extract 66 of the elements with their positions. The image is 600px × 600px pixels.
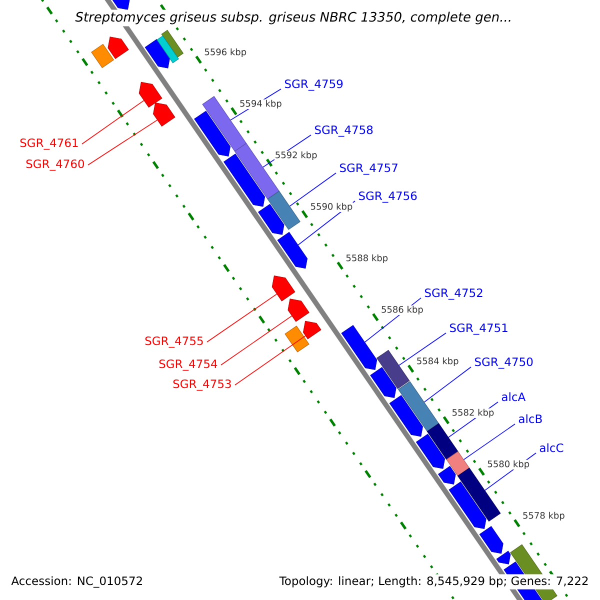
gene-block <box>303 320 322 340</box>
gene-bar <box>156 36 179 64</box>
gene-label: SGR_4758 <box>314 125 373 137</box>
gene-block <box>277 232 308 269</box>
leader-line <box>234 335 306 386</box>
gene-block <box>479 526 504 554</box>
leader-line <box>398 332 446 366</box>
gene-label: alcB <box>518 414 542 424</box>
gene-block <box>370 367 396 398</box>
gene-bar <box>284 326 310 352</box>
title: Streptomyces griseus subsp. griseus NBRC 13350, complete gen... <box>73 10 514 26</box>
gene-block <box>448 482 486 529</box>
gene-bar <box>426 423 458 460</box>
leader-line <box>289 172 336 207</box>
footer-text: Topology: linear; Length: 8,545,929 bp; Genes: 7,222 <box>277 574 591 590</box>
gene-label: SGR_4751 <box>450 323 508 335</box>
scale-label: 5594 kbp <box>239 99 282 110</box>
leader-line <box>206 294 278 342</box>
gene-bar <box>91 44 114 68</box>
leader-line <box>88 120 158 166</box>
gene-label: SGR_4756 <box>358 191 417 203</box>
gene-label: SGR_4755 <box>145 336 203 348</box>
gene-bar <box>458 468 501 522</box>
gene-bar <box>376 350 410 389</box>
leader-line <box>463 424 516 460</box>
gene-block <box>438 466 456 484</box>
leader-line <box>220 316 292 366</box>
scale-label: 5580 kbp <box>486 460 530 470</box>
gene-block <box>153 102 176 127</box>
gene-block <box>194 110 231 156</box>
gene-label: SGR_4760 <box>26 159 84 171</box>
leader-line <box>82 100 144 144</box>
gene-block <box>496 550 511 564</box>
gene-label: SGR_4759 <box>284 79 343 91</box>
gene-label: SGR_4761 <box>20 138 78 150</box>
scale-label: 5584 kbp <box>416 356 460 367</box>
gene-bar <box>446 451 470 476</box>
gene-bar <box>267 190 300 230</box>
gene-bar <box>398 381 439 432</box>
scale-label: 5578 kbp <box>522 511 566 522</box>
gene-label: SGR_4757 <box>340 163 398 175</box>
gene-block <box>138 82 162 108</box>
scale-label: 5582 kbp <box>451 408 495 418</box>
gene-label: alcC <box>540 443 564 452</box>
gene-label: SGR_4752 <box>424 288 482 300</box>
footer-text: Accession: NC_010572 <box>9 574 146 590</box>
gene-block <box>108 36 129 59</box>
scale-label: 5588 kbp <box>345 254 389 264</box>
gene-block <box>272 276 296 302</box>
gene-label: alcA <box>502 392 526 402</box>
scale-label: 5592 kbp <box>274 150 318 161</box>
scale-label: 5590 kbp <box>310 202 354 212</box>
gene-block <box>416 434 446 469</box>
gene-block <box>389 395 423 437</box>
gene-block <box>258 204 284 235</box>
gene-label: SGR_4750 <box>474 357 533 369</box>
gene-label: SGR_4753 <box>173 379 231 391</box>
gene-block <box>288 298 310 322</box>
gene-block <box>224 154 266 207</box>
leader-line <box>424 366 472 403</box>
scale-label: 5596 kbp <box>204 48 248 58</box>
gene-block <box>341 325 378 370</box>
gene-bar <box>161 30 184 58</box>
gene-label: SGR_4754 <box>159 359 218 371</box>
scale-label: 5586 kbp <box>380 305 424 316</box>
gene-block <box>144 39 170 68</box>
